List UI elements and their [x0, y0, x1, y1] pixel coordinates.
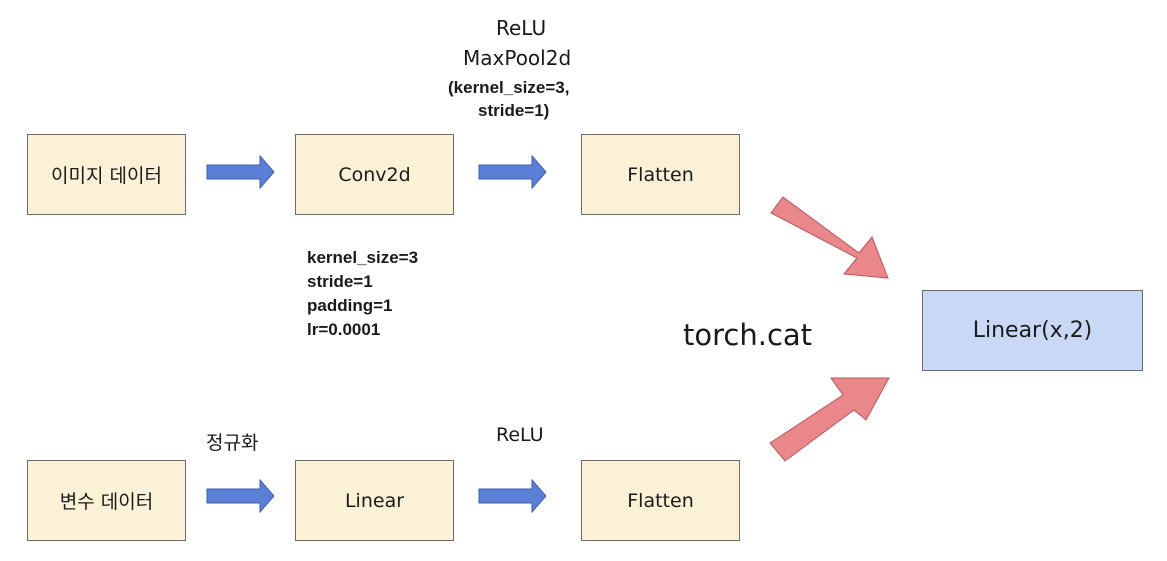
- top-flatten-box: Flatten: [581, 134, 740, 215]
- arrow-linear-to-flatten: [478, 478, 547, 514]
- maxpool-params-line2: stride=1): [478, 101, 550, 120]
- arrow-bottom-flatten-to-output: [769, 377, 890, 462]
- arrow-image-to-conv: [206, 154, 275, 190]
- output-linear-box: Linear(x,2): [922, 290, 1143, 371]
- conv2d-box: Conv2d: [295, 134, 454, 215]
- conv-param-stride: stride=1: [307, 272, 373, 291]
- torch-cat-label: torch.cat: [683, 318, 813, 352]
- top-relu-label: ReLU: [496, 16, 547, 40]
- bottom-flatten-box: Flatten: [581, 460, 740, 541]
- arrow-top-flatten-to-output: [770, 196, 889, 279]
- arrow-variable-to-linear: [206, 478, 275, 514]
- arrow-conv-to-flatten: [478, 154, 547, 190]
- maxpool-params-line1: (kernel_size=3,: [448, 78, 570, 97]
- maxpool-label: MaxPool2d: [463, 46, 572, 70]
- conv-param-kernel: kernel_size=3: [307, 248, 419, 267]
- normalization-label: 정규화: [206, 432, 259, 454]
- bottom-relu-label: ReLU: [496, 424, 544, 446]
- conv-param-lr: lr=0.0001: [307, 320, 381, 339]
- conv-param-padding: padding=1: [307, 296, 393, 315]
- linear-box: Linear: [295, 460, 454, 541]
- variable-data-box: 변수 데이터: [27, 460, 186, 541]
- image-data-box: 이미지 데이터: [27, 134, 186, 215]
